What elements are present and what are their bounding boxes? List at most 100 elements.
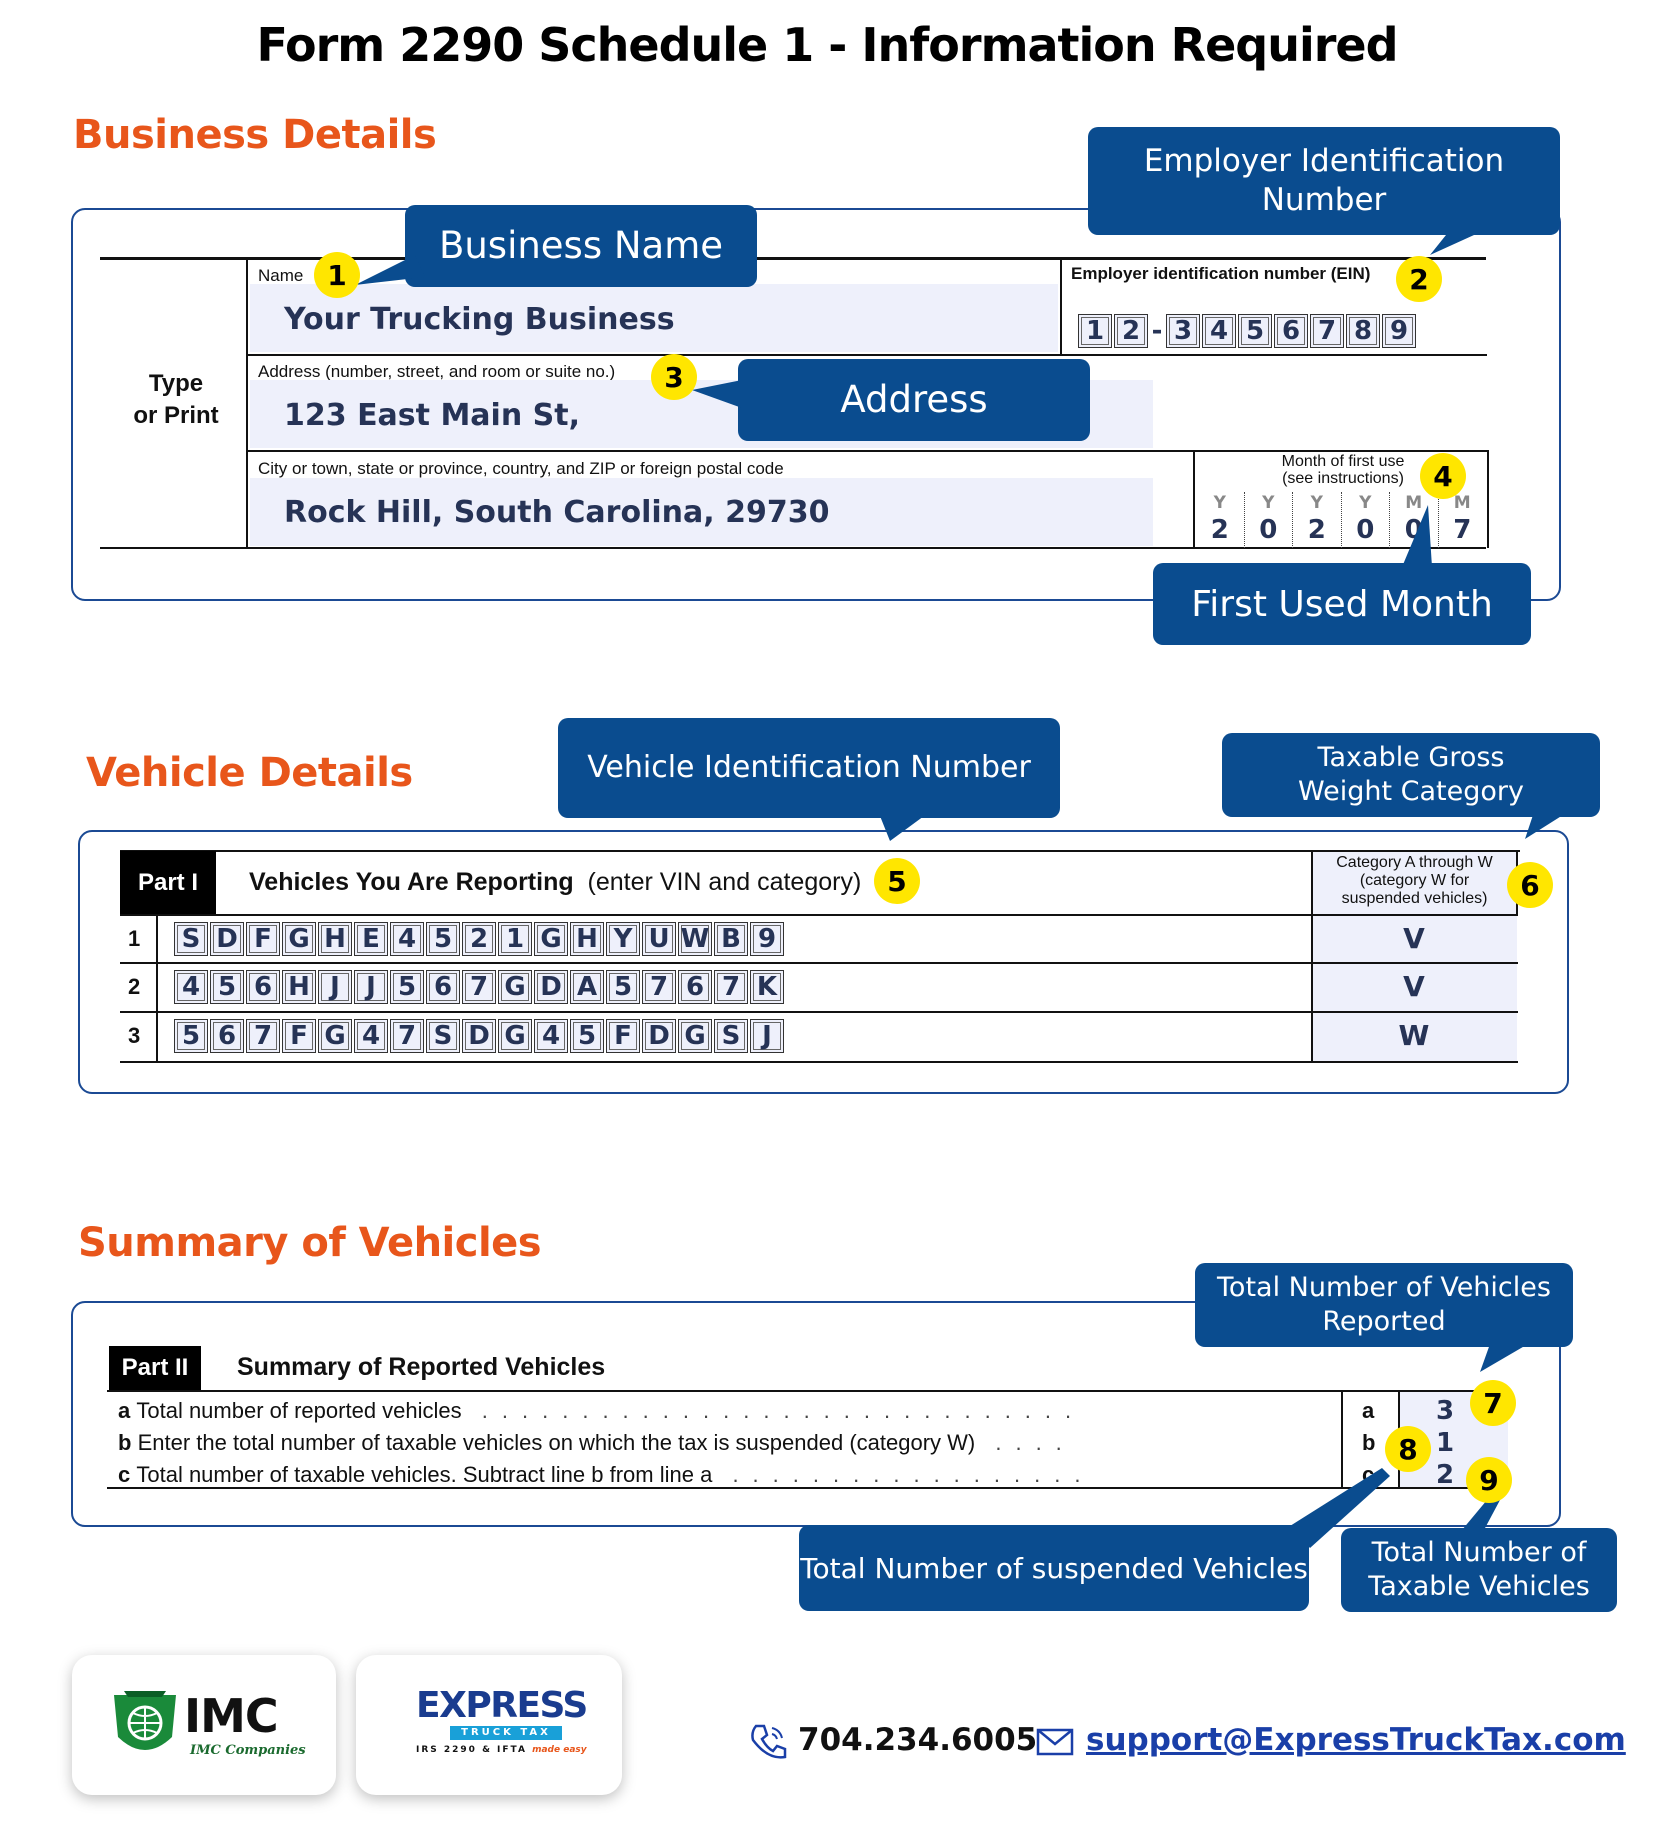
vin-char: J — [354, 970, 388, 1004]
express-logo-text: EXPRESS — [416, 1685, 588, 1726]
category-field[interactable]: V — [1403, 970, 1425, 1003]
summary-line-text: Total number of reported vehicles — [136, 1398, 462, 1423]
callout-total-tail — [1480, 1344, 1528, 1372]
vin-char: H — [318, 922, 352, 956]
vin-char: S — [174, 922, 208, 956]
badge-6: 6 — [1507, 862, 1553, 908]
category-field[interactable]: W — [1398, 1019, 1430, 1052]
type-or-print-label: Type or Print — [133, 370, 219, 429]
summary-box-divider — [1341, 1391, 1343, 1488]
support-email-link[interactable]: support@ExpressTruckTax.com — [1086, 1722, 1626, 1758]
part-i-tag: Part I — [120, 851, 216, 915]
summary-box-letter: a — [1362, 1398, 1375, 1423]
badge-5: 5 — [874, 858, 920, 904]
month-cell-digit: 0 — [1356, 515, 1375, 545]
page-title: Form 2290 Schedule 1 - Information Requi… — [256, 18, 1398, 72]
vin-char: E — [354, 922, 388, 956]
business-name-field[interactable]: Your Trucking Business — [284, 302, 675, 337]
ein-digit: 7 — [1310, 314, 1344, 348]
summary-line-dots: .................. — [712, 1462, 1095, 1487]
business-details-heading: Business Details — [73, 112, 437, 158]
summary-line-text: Total number of taxable vehicles. Subtra… — [136, 1462, 713, 1487]
callout-taxable-tail — [1462, 1494, 1500, 1530]
summary-line-dots: .... — [975, 1430, 1076, 1455]
vehicle-top-rule — [120, 850, 1520, 852]
imc-subtext: IMC Companies — [190, 1743, 306, 1758]
badge-7: 7 — [1470, 1380, 1516, 1426]
imc-shield-icon — [114, 1691, 176, 1750]
row-number-divider — [156, 915, 158, 1063]
express-logo-card: EXPRESS TRUCK TAX IRS 2290 & IFTA made e… — [356, 1655, 622, 1795]
callout-weight-category: Taxable Gross Weight Category — [1222, 733, 1600, 817]
vehicle-row-rule-0 — [120, 914, 1518, 916]
summary-line-letter: a — [118, 1398, 137, 1423]
summary-value-field[interactable]: 3 — [1436, 1396, 1455, 1426]
imc-logo-text: IMC — [184, 1689, 279, 1743]
ein-digit: 2 — [1114, 314, 1148, 348]
callout-address: Address — [738, 359, 1090, 441]
summary-line: a Total number of reported vehicles ....… — [118, 1398, 1085, 1424]
vehicle-row-rule-3 — [120, 1061, 1518, 1063]
vehicle-row-number: 2 — [128, 974, 141, 999]
ein-label: Employer identification number (EIN) — [1071, 264, 1371, 283]
ein-dash: - — [1151, 316, 1163, 346]
vin-char: 6 — [210, 1019, 244, 1053]
vin-char: A — [570, 970, 604, 1004]
vehicle-row-number: 1 — [128, 926, 141, 951]
name-field-bg — [250, 284, 1058, 352]
phone-number[interactable]: 704.234.6005 — [798, 1722, 1038, 1758]
imc-logo-card: IMC IMC Companies — [72, 1655, 336, 1795]
part-i-title: Vehicles You Are Reporting (enter VIN an… — [249, 868, 862, 896]
form-top-rule — [100, 257, 1486, 260]
callout-ein-tail — [1430, 230, 1485, 255]
summary-heading: Summary of Vehicles — [78, 1220, 542, 1266]
badge-3: 3 — [651, 354, 697, 400]
vin-char: J — [750, 1019, 784, 1053]
city-label: City or town, state or province, country… — [258, 459, 784, 478]
summary-box-letter: b — [1362, 1430, 1376, 1455]
callout-vin: Vehicle Identification Number — [558, 718, 1060, 818]
month-cell-letter: Y — [1359, 493, 1372, 513]
part-ii-title: Summary of Reported Vehicles — [237, 1353, 606, 1381]
vin-char: G — [678, 1019, 712, 1053]
city-state-zip-field[interactable]: Rock Hill, South Carolina, 29730 — [284, 495, 830, 530]
phone-icon — [751, 1724, 787, 1759]
category-divider — [1311, 851, 1313, 1063]
part-ii-tag: Part II — [109, 1346, 201, 1390]
vin-char: 5 — [570, 1019, 604, 1053]
summary-value-field[interactable]: 2 — [1436, 1460, 1455, 1490]
ein-digit: 8 — [1346, 314, 1380, 348]
vin-char: G — [534, 922, 568, 956]
category-header: Category A through W (category W for sus… — [1336, 854, 1493, 907]
month-cell-digit: 2 — [1210, 515, 1229, 545]
ein-digit: 1 — [1078, 314, 1112, 348]
month-right-edge — [1487, 450, 1489, 548]
summary-line: b Enter the total number of taxable vehi… — [118, 1430, 1076, 1456]
month-cell-digit: 2 — [1307, 515, 1326, 545]
vehicle-row-number: 3 — [128, 1023, 141, 1048]
summary-line-letter: b — [118, 1430, 138, 1455]
vehicle-details-heading: Vehicle Details — [86, 750, 413, 796]
vin-char: 6 — [678, 970, 712, 1004]
vin-char: G — [498, 1019, 532, 1053]
vin-char: D — [642, 1019, 676, 1053]
vin-char: 2 — [462, 922, 496, 956]
ein-digit: 9 — [1382, 314, 1416, 348]
category-field[interactable]: V — [1403, 922, 1425, 955]
express-tagline: IRS 2290 & IFTA made easy — [416, 1745, 587, 1755]
vin-char: G — [318, 1019, 352, 1053]
summary-line: c Total number of taxable vehicles. Subt… — [118, 1462, 1094, 1488]
address-field[interactable]: 123 East Main St, — [284, 398, 580, 433]
vin-char: 7 — [462, 970, 496, 1004]
summary-line-dots: .............................. — [461, 1398, 1086, 1423]
vin-char: H — [570, 922, 604, 956]
summary-value-field[interactable]: 1 — [1436, 1428, 1455, 1458]
month-cell-digit: 7 — [1453, 515, 1472, 545]
